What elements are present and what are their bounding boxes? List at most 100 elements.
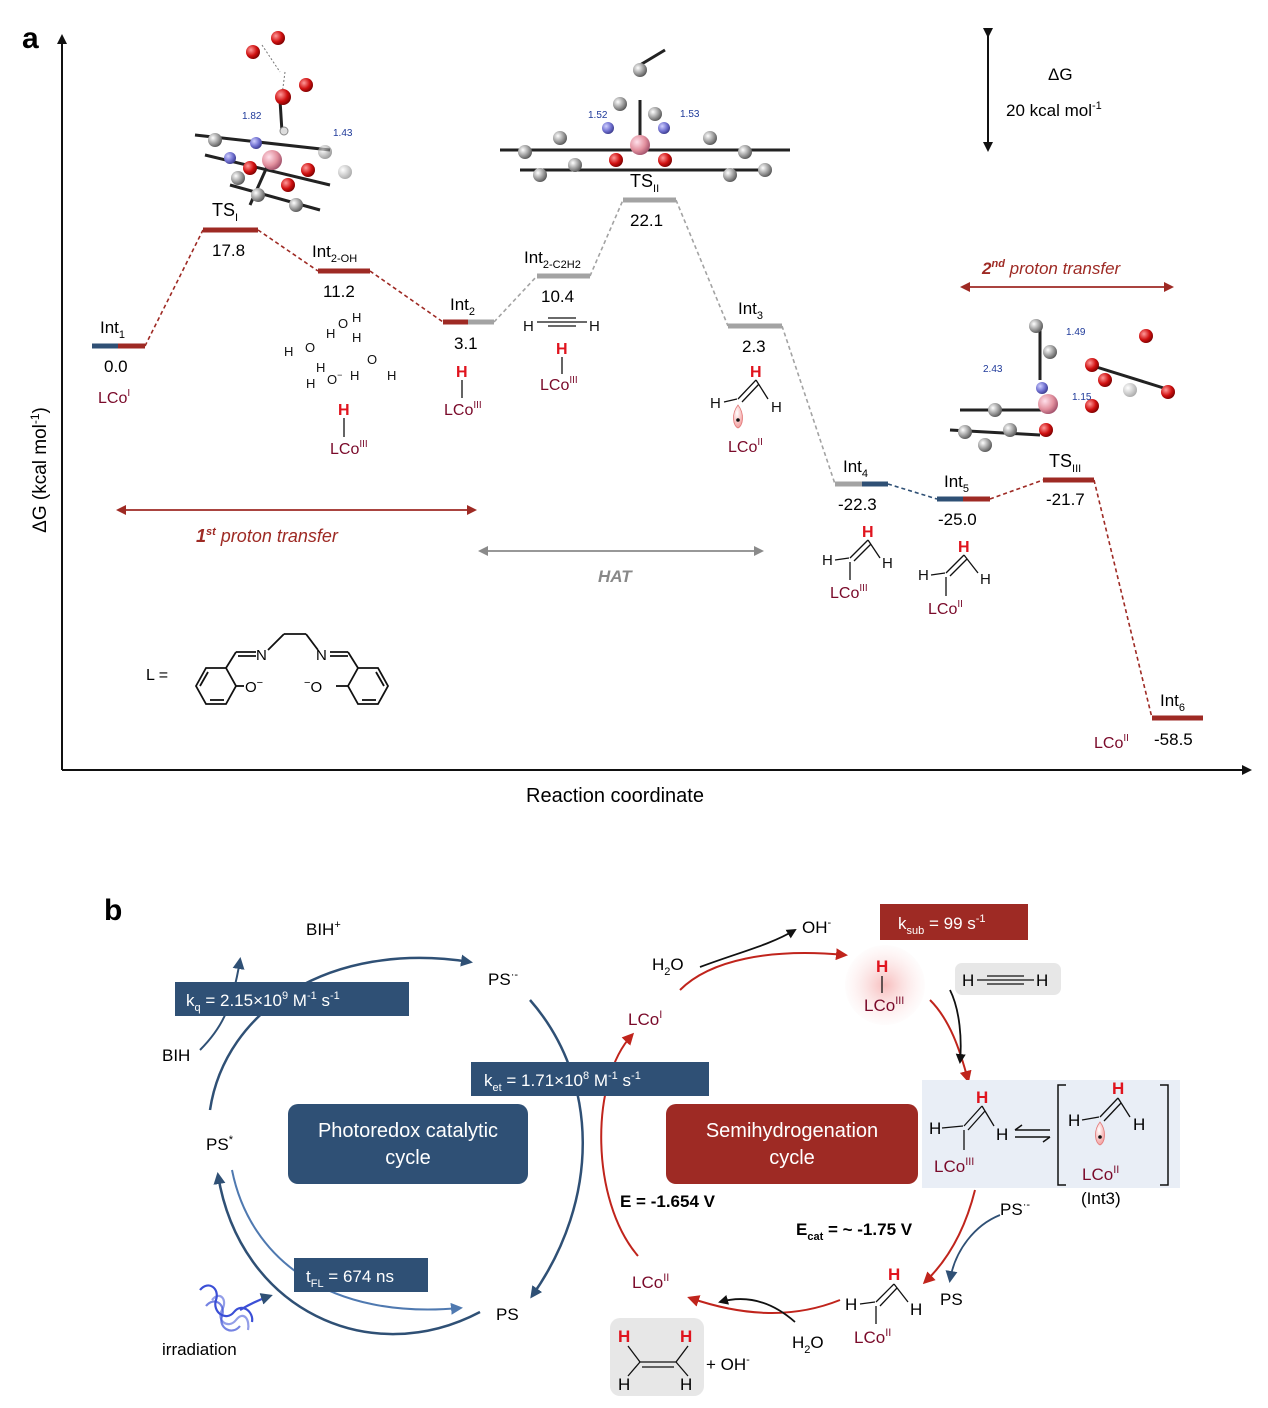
svg-text:H: H <box>284 344 293 359</box>
tfl-box: tFL = 674 ns <box>294 1258 428 1292</box>
svg-text:1.82: 1.82 <box>242 111 262 122</box>
svg-text:3.1: 3.1 <box>454 334 478 353</box>
energy-connectors <box>144 199 1153 719</box>
svg-text:H: H <box>326 326 335 341</box>
svg-text:-25.0: -25.0 <box>938 510 977 529</box>
svg-text:H2O: H2O <box>792 1333 824 1356</box>
svg-text:LCoIII: LCoIII <box>934 1156 974 1176</box>
svg-text:H: H <box>556 341 568 358</box>
svg-text:cycle: cycle <box>769 1147 815 1169</box>
panel-a-label: a <box>22 22 39 55</box>
svg-text:tFL = 674 ns: tFL = 674 ns <box>306 1267 394 1290</box>
svg-text:1.43: 1.43 <box>333 128 353 139</box>
svg-text:10.4: 10.4 <box>541 287 574 306</box>
svg-text:H: H <box>845 1295 857 1314</box>
svg-text:LCoII: LCoII <box>1094 733 1129 752</box>
svg-text:H: H <box>976 1088 988 1107</box>
svg-text:H: H <box>996 1125 1008 1144</box>
ts2-structure: 1.52 1.53 <box>500 48 790 182</box>
panel-a: a ΔG (kcal mol-1) Reaction coordinate ΔG… <box>22 22 1252 807</box>
svg-text:0.0: 0.0 <box>104 357 128 376</box>
photoredox-label: Photoredox catalytic cycle <box>288 1104 528 1184</box>
svg-text:ksub = 99 s-1: ksub = 99 s-1 <box>898 913 986 937</box>
svg-text:irradiation: irradiation <box>162 1340 237 1359</box>
svg-text:Int4: Int4 <box>843 457 868 480</box>
svg-text:L =: L = <box>146 667 168 684</box>
svg-text:1st proton transfer: 1st proton transfer <box>196 526 339 546</box>
svg-text:H: H <box>888 1265 900 1284</box>
svg-text:17.8: 17.8 <box>212 241 245 260</box>
svg-text:H: H <box>352 330 361 345</box>
semihydrogenation-cycle-arrows <box>600 948 976 1314</box>
svg-text:TSII: TSII <box>630 171 659 195</box>
svg-text:-58.5: -58.5 <box>1154 730 1193 749</box>
svg-text:20 kcal mol-1: 20 kcal mol-1 <box>1006 100 1102 120</box>
svg-text:H: H <box>1112 1079 1124 1098</box>
svg-text:Int6: Int6 <box>1160 691 1185 714</box>
svg-text:1.52: 1.52 <box>588 110 608 121</box>
svg-text:H: H <box>876 957 888 976</box>
svg-text:O: O <box>367 352 377 367</box>
svg-text:H: H <box>862 524 874 541</box>
svg-text:22.1: 22.1 <box>630 211 663 230</box>
ket-box: ket = 1.71×108 M-1 s-1 <box>471 1062 709 1096</box>
energy-levels <box>92 197 1203 721</box>
svg-text:PS·-: PS·- <box>1000 1199 1030 1219</box>
svg-text:11.2: 11.2 <box>323 282 355 301</box>
svg-text:O−: O− <box>327 370 342 387</box>
svg-text:(Int3): (Int3) <box>1081 1189 1121 1208</box>
svg-text:LCoIII: LCoIII <box>330 439 368 458</box>
svg-text:H: H <box>750 364 762 381</box>
kq-box: kq = 2.15×109 M-1 s-1 <box>175 982 409 1016</box>
ts3-structure: 1.49 2.43 1.15 <box>949 319 1175 452</box>
svg-text:Semihydrogenation: Semihydrogenation <box>706 1120 878 1142</box>
svg-text:1.53: 1.53 <box>680 109 700 120</box>
svg-text:LCoIII: LCoIII <box>444 400 482 419</box>
svg-text:BIH: BIH <box>162 1046 190 1065</box>
svg-text:-22.3: -22.3 <box>838 495 877 514</box>
svg-text:H: H <box>523 318 534 335</box>
side-arrows <box>699 928 966 1323</box>
svg-text:LCoII: LCoII <box>632 1272 669 1292</box>
x-axis-label: Reaction coordinate <box>526 785 704 807</box>
svg-text:Ecat = ~ -1.75 V: Ecat = ~ -1.75 V <box>796 1220 913 1243</box>
panel-b-label: b <box>104 894 122 927</box>
svg-text:H: H <box>771 399 782 416</box>
svg-text:LCoIII: LCoIII <box>830 583 868 602</box>
svg-text:H: H <box>710 395 721 412</box>
svg-text:O−: O− <box>245 677 263 696</box>
svg-text:ΔG: ΔG <box>1048 65 1073 84</box>
svg-text:O: O <box>338 316 348 331</box>
svg-text:H: H <box>589 318 600 335</box>
y-axis-label: ΔG (kcal mol-1) <box>28 407 51 533</box>
photoredox-species: BIH+ BIH PS·- PS* PS irradiation <box>162 919 519 1359</box>
svg-text:H: H <box>1036 971 1048 990</box>
level-labels: Int1 0.0 TSI 17.8 Int2-OH 11.2 Int2 3.1 … <box>100 171 1193 749</box>
svg-text:LCoIII: LCoIII <box>540 375 578 394</box>
svg-text:H: H <box>350 368 359 383</box>
svg-text:2nd proton transfer: 2nd proton transfer <box>981 258 1122 278</box>
svg-text:HAT: HAT <box>598 567 633 586</box>
svg-text:H: H <box>306 376 315 391</box>
svg-text:PS*: PS* <box>206 1134 234 1154</box>
svg-text:LCoII: LCoII <box>728 437 763 456</box>
proton-transfer-1: 1st proton transfer <box>116 505 477 546</box>
svg-text:PS·-: PS·- <box>488 969 518 989</box>
svg-text:−O: −O <box>304 677 322 696</box>
svg-text:H: H <box>1133 1115 1145 1134</box>
semihydro-species: H2O OH- LCoI H LCoIII H H H <box>610 917 1180 1396</box>
svg-text:H: H <box>338 402 350 419</box>
panel-b: b kq = 2.15×109 M-1 s-1 <box>104 894 1180 1396</box>
svg-text:H: H <box>618 1327 630 1346</box>
svg-text:2.3: 2.3 <box>742 337 766 356</box>
svg-text:ket = 1.71×108 M-1 s-1: ket = 1.71×108 M-1 s-1 <box>484 1070 641 1094</box>
svg-text:2.43: 2.43 <box>983 364 1003 375</box>
svg-text:+ OH-: + OH- <box>706 1354 750 1374</box>
svg-text:H: H <box>958 539 970 556</box>
svg-text:H: H <box>618 1375 630 1394</box>
svg-text:H: H <box>910 1300 922 1319</box>
svg-text:1.49: 1.49 <box>1066 327 1086 338</box>
svg-text:Photoredox catalytic: Photoredox catalytic <box>318 1120 498 1142</box>
svg-text:H: H <box>918 567 929 584</box>
